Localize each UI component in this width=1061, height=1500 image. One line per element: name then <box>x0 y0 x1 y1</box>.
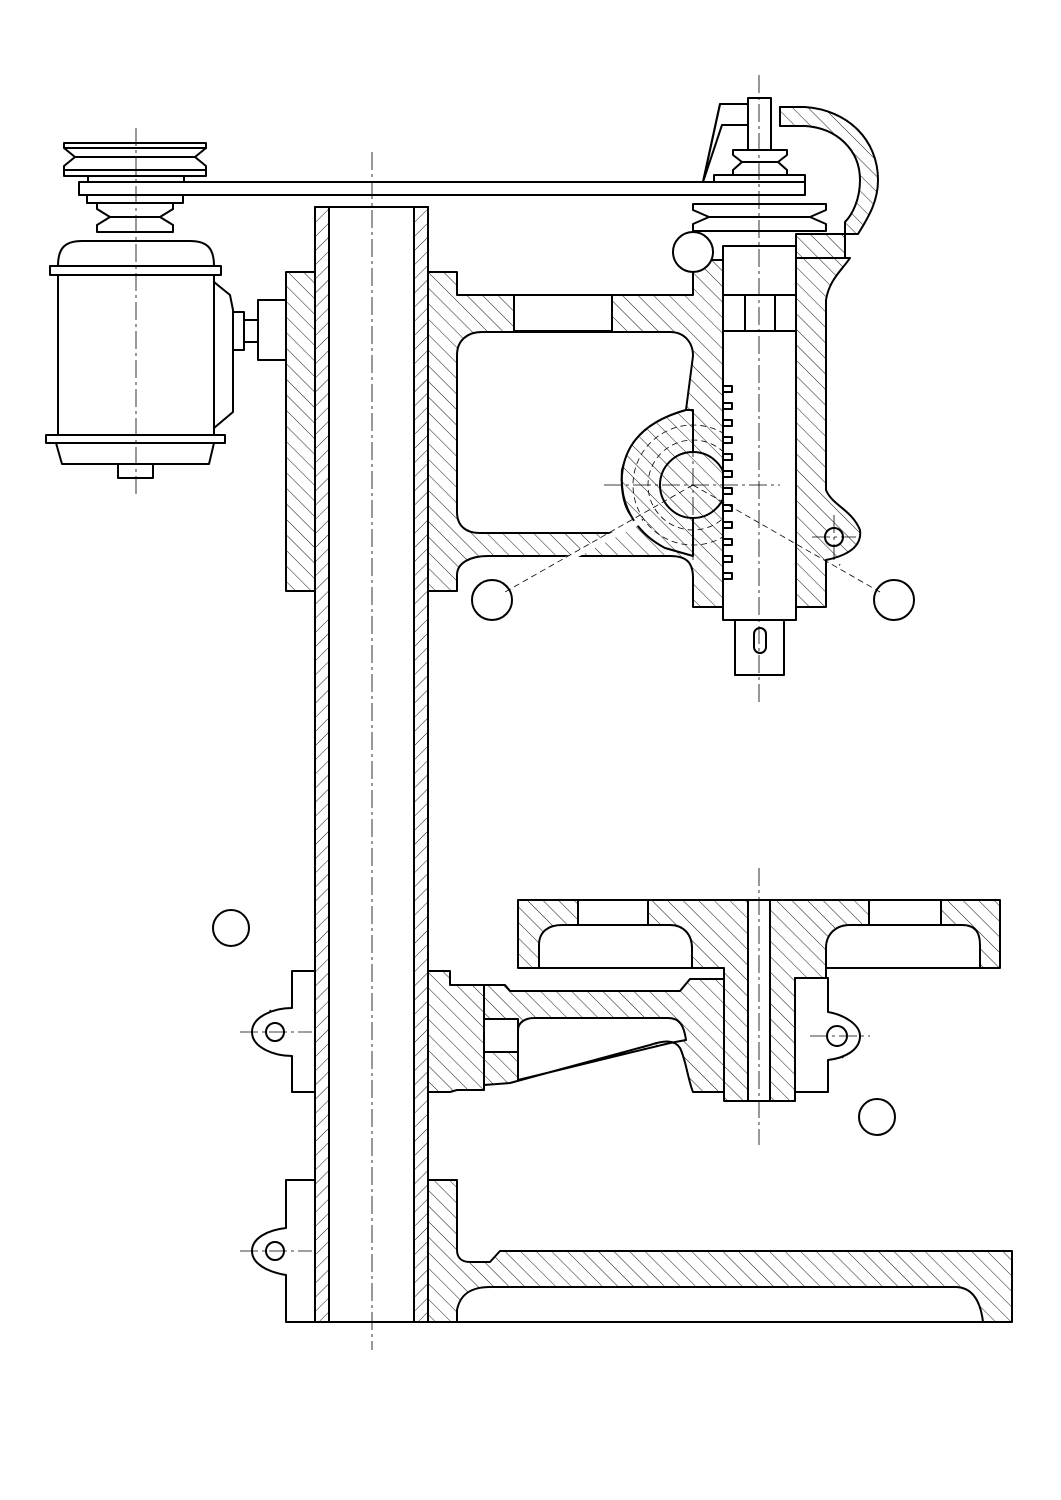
rack-tooth <box>722 436 733 444</box>
drive-belt <box>78 181 806 196</box>
center-lines <box>135 75 870 1350</box>
motor-pulley <box>63 142 207 233</box>
rack-tooth <box>722 538 733 546</box>
rack-tooth <box>722 470 733 478</box>
column <box>314 206 429 1323</box>
rack-tooth <box>722 555 733 563</box>
motor-mount-bracket <box>257 299 287 361</box>
rack-tooth <box>722 521 733 529</box>
table-arm <box>427 970 725 1093</box>
table-clamp-handle[interactable] <box>212 909 273 1012</box>
rack-tooth <box>722 487 733 495</box>
head-sleeve-left <box>285 271 316 592</box>
quill-rack-teeth <box>722 385 733 580</box>
rack-tooth <box>722 453 733 461</box>
feed-handle-right[interactable] <box>824 527 915 621</box>
rack-tooth <box>722 402 733 410</box>
table-lock-handle[interactable] <box>840 1056 896 1136</box>
rack-tooth <box>722 572 733 580</box>
rack-tooth <box>722 419 733 427</box>
rack-tooth <box>722 504 733 512</box>
electric-motor <box>45 240 259 479</box>
spindle-pulley <box>692 97 827 232</box>
feed-handle-left[interactable] <box>471 517 644 621</box>
spindle-quill <box>722 245 797 676</box>
rack-tooth <box>722 385 733 393</box>
feed-handle-hidden-line <box>692 484 881 593</box>
feed-handle-hidden-line-left <box>504 484 694 593</box>
